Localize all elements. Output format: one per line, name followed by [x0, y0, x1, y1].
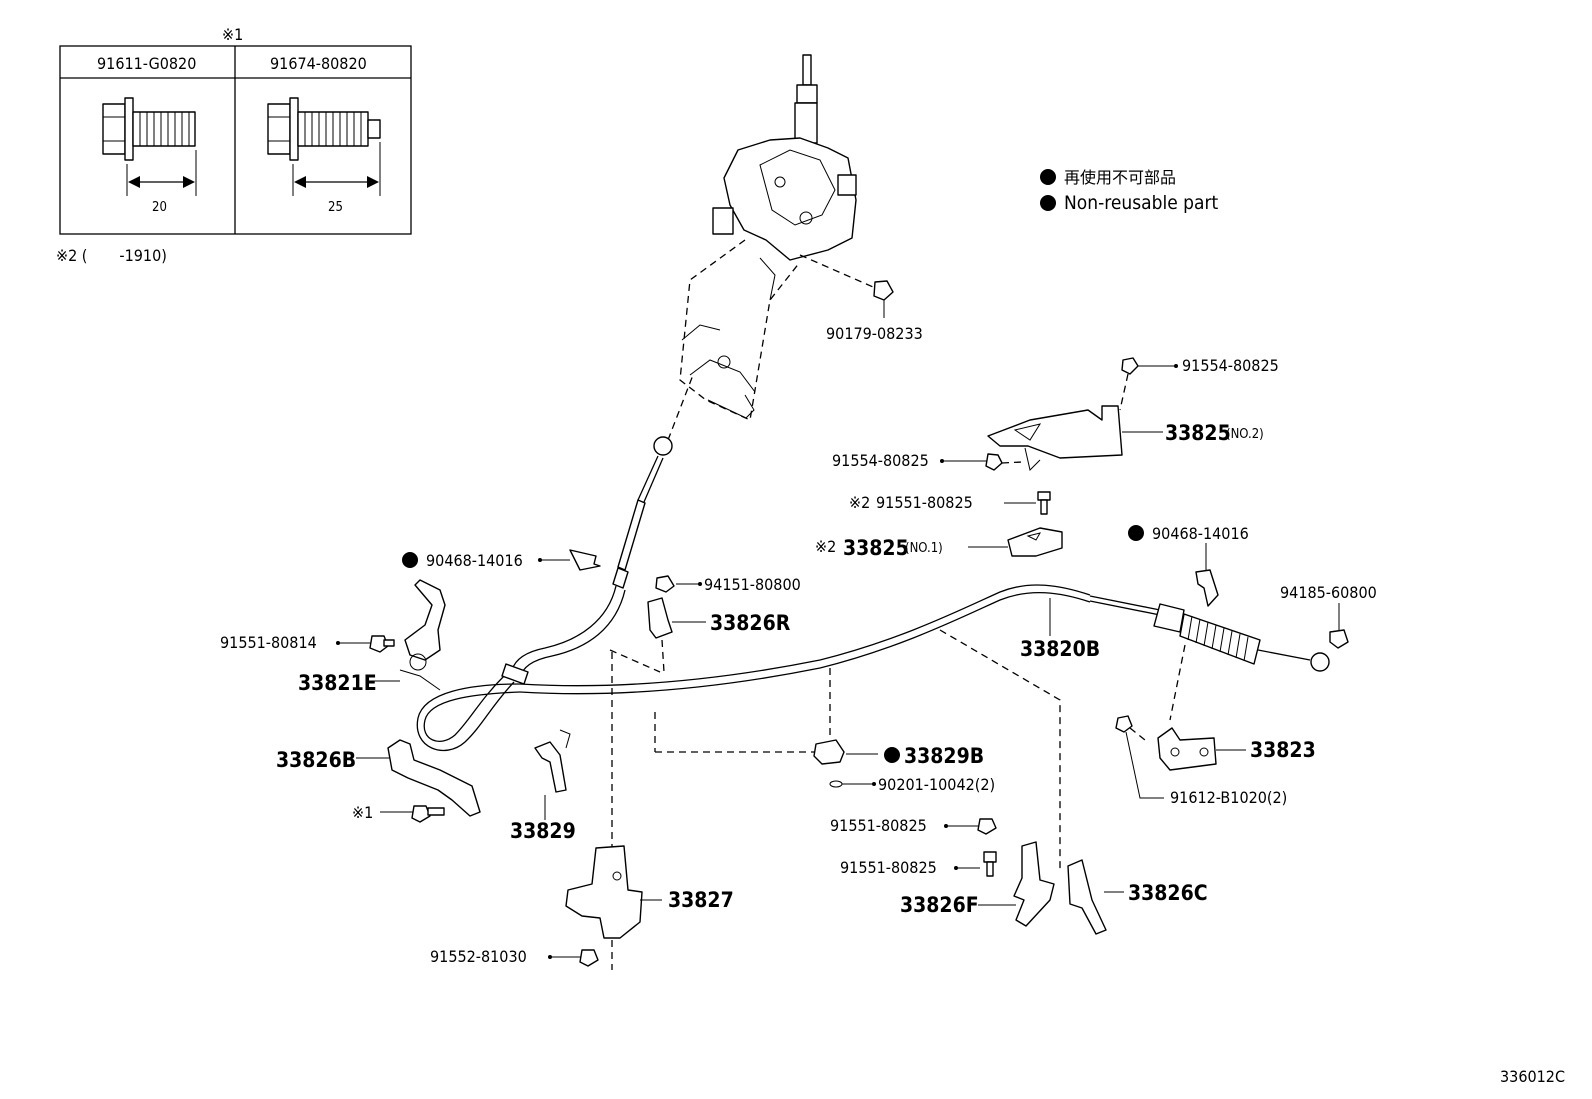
bolt-icon [336, 635, 395, 653]
bracket-33826B-icon [356, 739, 481, 817]
bolt-icon [954, 851, 997, 877]
label-33825-no2: 33825 [1165, 421, 1231, 445]
bracket-33826F-icon [978, 841, 1055, 927]
nut-icon [1329, 603, 1349, 649]
table-col1-length: 20 [152, 200, 167, 215]
bracket-33825-no1-icon [968, 527, 1063, 557]
label-note2-mark-a: ※2 [849, 493, 870, 512]
bolt-reference-table: ※1 91611-G0820 91674-80820 20 [56, 25, 412, 265]
label-90201-10042: 90201-10042(2) [878, 775, 995, 794]
label-33825-no1-suffix: (NO.1) [905, 541, 943, 556]
flange-bolt-25-icon [267, 97, 381, 196]
diagram-id: 336012C [1500, 1067, 1565, 1086]
label-33829: 33829 [510, 819, 576, 843]
bolt-icon [1119, 357, 1178, 411]
bolt-icon [548, 949, 599, 967]
label-91554-80825-mid: 91554-80825 [832, 451, 929, 470]
non-reusable-bullet-icon [884, 747, 900, 763]
label-91551-80825-note2: 91551-80825 [876, 493, 973, 512]
nut-icon [873, 280, 894, 301]
label-91554-80825-top: 91554-80825 [1182, 356, 1279, 375]
label-33821E: 33821E [298, 671, 377, 695]
clip-33829B-icon [813, 739, 878, 788]
label-33826R: 33826R [710, 611, 791, 635]
label-91552-81030: 91552-81030 [430, 947, 527, 966]
label-91612-B1020: 91612-B1020(2) [1170, 788, 1287, 807]
table-col2-part-number: 91674-80820 [270, 54, 367, 73]
label-91551-80825-c: 91551-80825 [830, 816, 927, 835]
note2-text: ※2 ( -1910) [56, 246, 167, 265]
flange-bolt-20-icon [102, 97, 197, 196]
bolt-icon [944, 818, 997, 835]
select-cable-icon [519, 584, 1330, 695]
bracket-33827-icon [565, 845, 662, 939]
table-col1-part-number: 91611-G0820 [97, 54, 196, 73]
legend-japanese-text: 再使用不可部品 [1064, 168, 1176, 187]
label-33826B: 33826B [276, 748, 356, 772]
clamp-33826R-icon [647, 597, 706, 673]
label-90468-14016-right: 90468-14016 [1152, 524, 1249, 543]
bracket-33825-no2-icon [987, 405, 1163, 471]
clip-icon [538, 549, 601, 571]
label-33827: 33827 [668, 888, 734, 912]
clip-33829-icon [534, 729, 571, 820]
shift-lever-assembly-icon [679, 54, 894, 421]
label-note2-mark-b: ※2 [815, 537, 836, 556]
label-note1-mark: ※1 [352, 803, 373, 822]
non-reusable-bullet-icon [402, 552, 418, 568]
non-reusable-bullet-icon [1128, 525, 1144, 541]
label-91551-80825-d: 91551-80825 [840, 858, 937, 877]
shift-cable-icon [416, 374, 694, 752]
label-33826C: 33826C [1128, 881, 1208, 905]
bolt-icon [940, 453, 1023, 471]
clip-icon [1195, 543, 1219, 607]
label-94185-60800: 94185-60800 [1280, 583, 1377, 602]
label-33823: 33823 [1250, 738, 1316, 762]
label-33829B: 33829B [904, 744, 984, 768]
nut-icon [655, 575, 702, 593]
bracket-33826C-icon [1067, 859, 1124, 935]
label-33825-no2-suffix: (NO.2) [1226, 427, 1264, 442]
label-91551-80814: 91551-80814 [220, 633, 317, 652]
bolt-icon [380, 805, 445, 823]
table-note-mark: ※1 [222, 25, 243, 44]
clip-33821E-icon [372, 579, 446, 691]
non-reusable-bullet-icon [1040, 169, 1056, 185]
bolt-icon [1115, 715, 1164, 799]
non-reusable-bullet-icon [1040, 195, 1056, 211]
label-33825-no1: 33825 [843, 536, 909, 560]
bracket-33823-icon [1157, 727, 1246, 771]
label-90179-08233: 90179-08233 [826, 324, 923, 343]
label-94151-80800: 94151-80800 [704, 575, 801, 594]
label-90468-14016-left: 90468-14016 [426, 551, 523, 570]
label-33826F: 33826F [900, 893, 979, 917]
legend: 再使用不可部品 Non-reusable part [1040, 168, 1218, 214]
legend-english-text: Non-reusable part [1064, 192, 1218, 214]
bolt-icon [1004, 491, 1051, 515]
table-col2-length: 25 [328, 200, 343, 215]
label-33820B: 33820B [1020, 637, 1100, 661]
